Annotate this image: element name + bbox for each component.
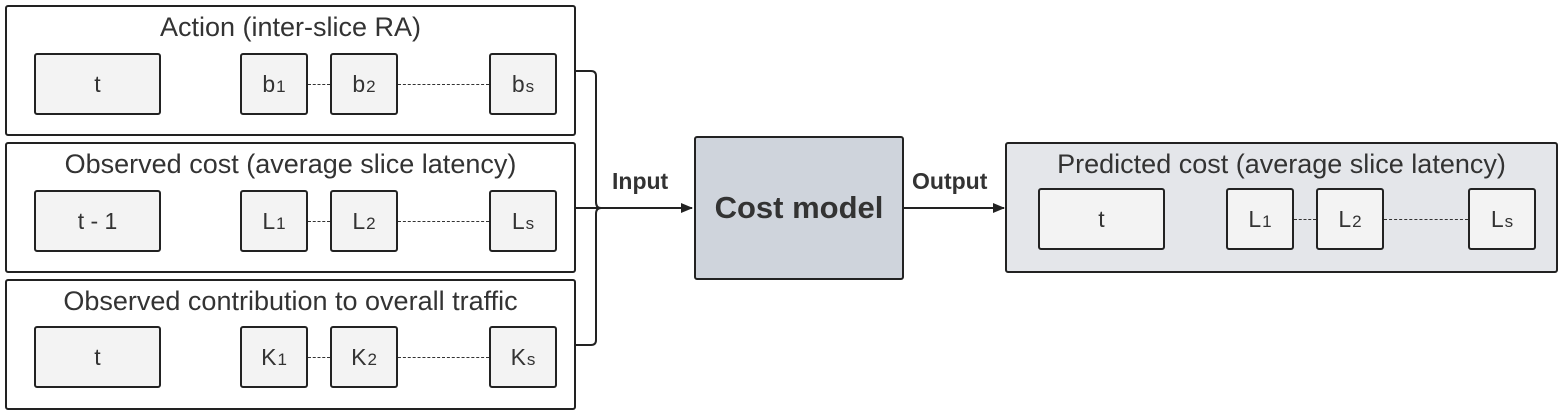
- action-dash-1: [308, 84, 330, 85]
- output-label: Output: [912, 168, 988, 194]
- input-label: Input: [612, 168, 669, 194]
- input-bracket: [576, 70, 602, 346]
- predicted-cost-time-cell: t: [1038, 188, 1165, 250]
- observed-cost-dash-1: [308, 221, 330, 222]
- observed-traffic-panel-title: Observed contribution to overall traffic: [63, 286, 518, 316]
- observed-cost-time-cell: t - 1: [34, 190, 161, 252]
- observed-traffic-dash-2: [398, 357, 489, 358]
- observed-cost-dash-2: [398, 221, 489, 222]
- action-panel-title: Action (inter-slice RA): [159, 12, 422, 42]
- observed-traffic-dash-1: [308, 357, 330, 358]
- action-time-cell: t: [34, 53, 161, 115]
- observed-cost-panel: Observed cost (average slice latency) t …: [5, 142, 576, 273]
- predicted-cost-panel-title: Predicted cost (average slice latency): [1057, 149, 1506, 179]
- observed-traffic-panel: Observed contribution to overall traffic…: [5, 279, 576, 410]
- action-dash-2: [398, 84, 489, 85]
- observed-cost-panel-title: Observed cost (average slice latency): [64, 149, 517, 179]
- cost-model-box: Cost model: [694, 136, 904, 280]
- predicted-cost-panel: Predicted cost (average slice latency) t…: [1005, 142, 1558, 273]
- observed-traffic-time-cell: t: [34, 326, 161, 388]
- predicted-cost-dash-2: [1384, 219, 1468, 220]
- predicted-cost-dash-1: [1294, 219, 1316, 220]
